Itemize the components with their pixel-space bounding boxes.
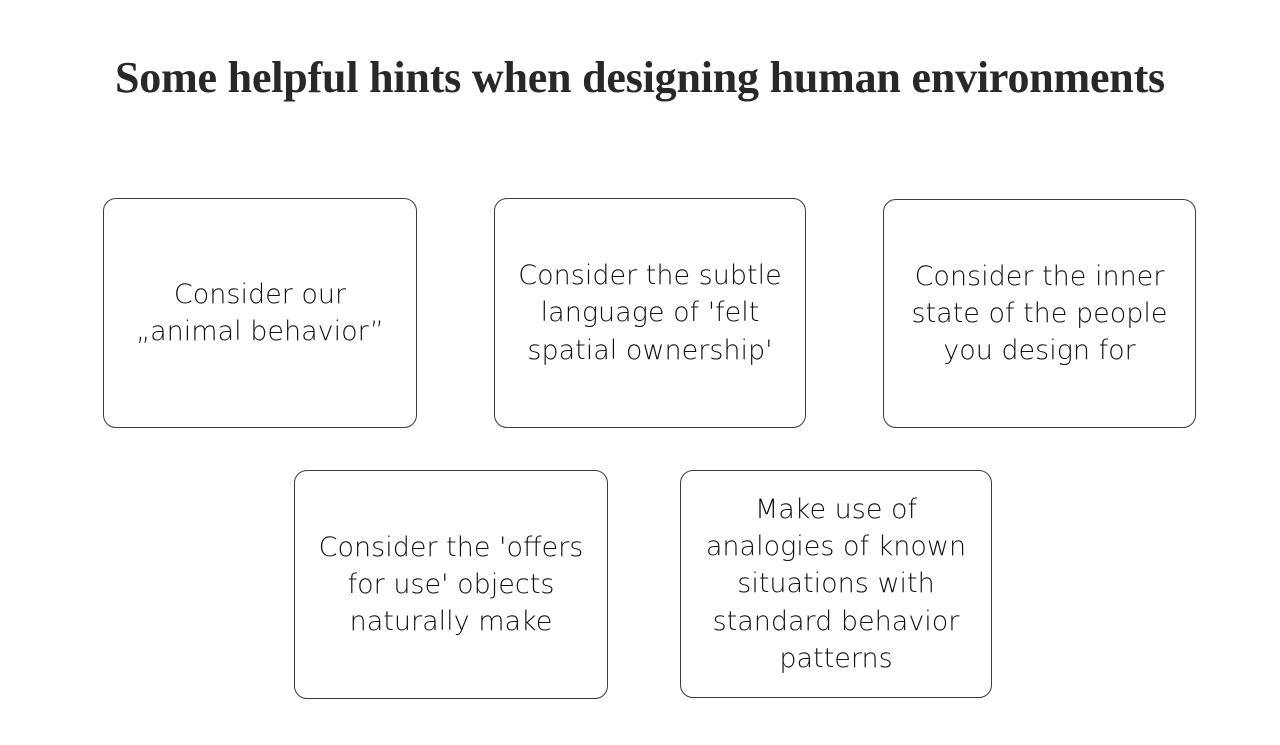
hint-card-offers-for-use[interactable]: Consider the 'offers for use' objects na… xyxy=(294,470,608,699)
hint-card-analogies-known-situations[interactable]: Make use of analogies of known situation… xyxy=(680,470,992,698)
hint-card-text: Consider our „animal behavior” xyxy=(136,278,384,347)
hint-card-text: Consider the 'offers for use' objects na… xyxy=(318,531,584,638)
page-title: Some helpful hints when designing human … xyxy=(115,53,1165,102)
hint-card-text: Consider the subtle language of 'felt sp… xyxy=(518,260,782,366)
hint-card-inner-state-of-people[interactable]: Consider the inner state of the people y… xyxy=(883,199,1196,428)
hint-card-text: Consider the inner state of the people y… xyxy=(911,260,1168,367)
hint-card-animal-behavior[interactable]: Consider our „animal behavior” xyxy=(103,198,417,428)
hint-card-text: Make use of analogies of known situation… xyxy=(705,493,967,674)
hint-card-felt-spatial-ownership[interactable]: Consider the subtle language of 'felt sp… xyxy=(494,198,806,428)
